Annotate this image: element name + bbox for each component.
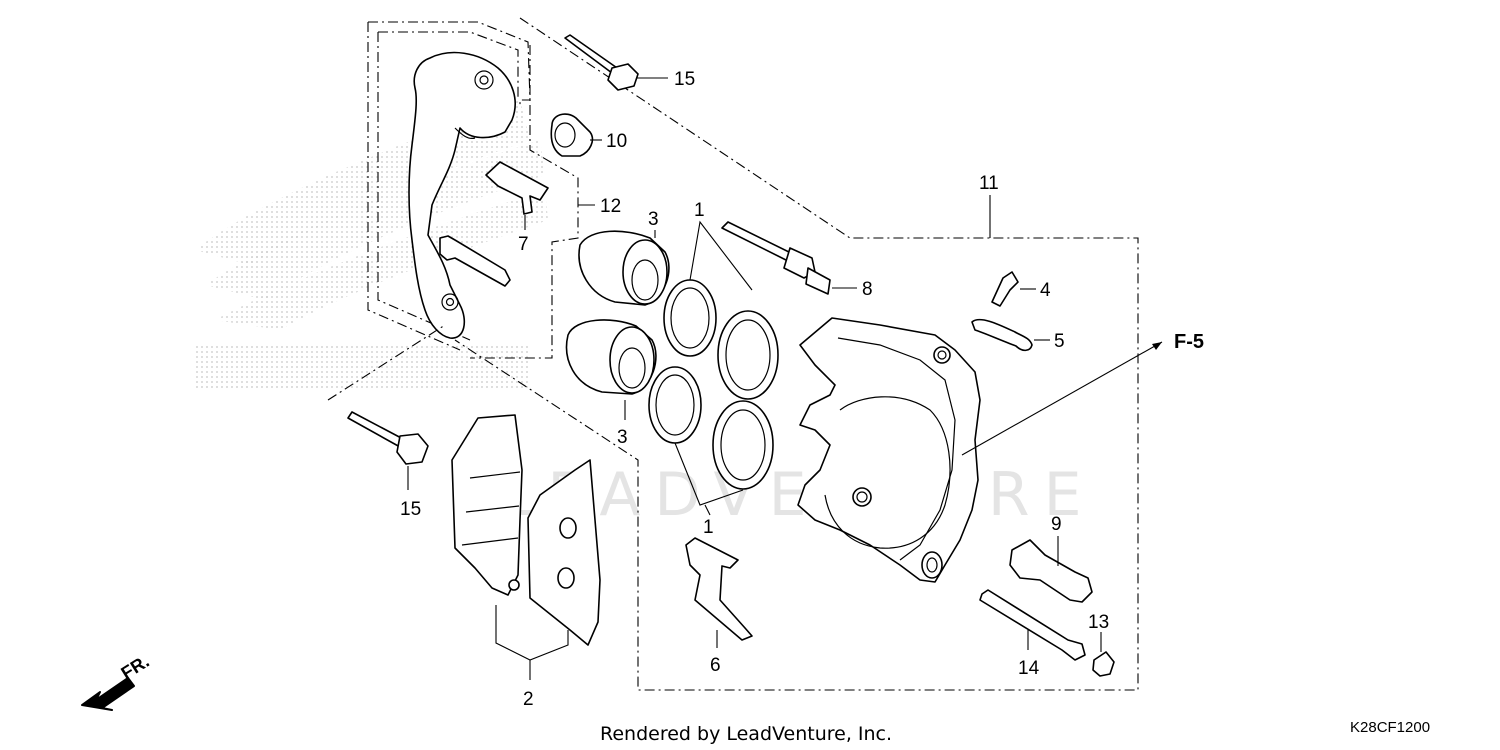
callout-14: 14 — [1018, 658, 1040, 679]
bleeder-cap — [971, 318, 1050, 352]
honda-wing-logo — [195, 100, 548, 390]
diagram-code: K28CF1200 — [1350, 719, 1430, 736]
callout-7: 7 — [518, 234, 529, 255]
pin-boot — [550, 113, 602, 157]
callout-15-bottom: 15 — [400, 499, 421, 520]
seal-set-upper — [663, 279, 779, 400]
callout-5: 5 — [1054, 331, 1065, 352]
front-direction-arrow — [81, 677, 135, 711]
piston-lower — [565, 319, 657, 395]
callout-13: 13 — [1088, 612, 1109, 633]
brake-pad-inner — [527, 459, 601, 646]
pad-clip — [485, 161, 549, 230]
caliper-body — [797, 317, 981, 583]
caliper-pin — [1009, 536, 1093, 603]
watermark-text: LEADVENTURE — [500, 460, 1096, 530]
callout-1-top: 1 — [694, 200, 705, 221]
piston-upper — [578, 230, 670, 306]
callout-12: 12 — [600, 196, 621, 217]
caliper-bracket — [408, 51, 516, 339]
footer-credit: Rendered by LeadVenture, Inc. — [600, 723, 892, 745]
callout-3-top: 3 — [648, 209, 659, 230]
callout-9: 9 — [1051, 514, 1062, 535]
slide-pin — [721, 221, 857, 295]
bolt-top — [564, 34, 668, 91]
callout-2: 2 — [523, 689, 534, 710]
callout-8: 8 — [862, 279, 873, 300]
callout-11: 11 — [979, 173, 999, 194]
callout-15-top: 15 — [674, 69, 695, 90]
callout-10: 10 — [606, 131, 627, 152]
pin-plug — [1092, 632, 1115, 677]
seal-set-lower — [648, 366, 774, 490]
direction-label: FR. — [118, 651, 153, 683]
callout-6: 6 — [710, 655, 721, 676]
bleeder-screw — [991, 271, 1036, 307]
bolt-bottom — [327, 324, 446, 490]
brake-pad-outer — [451, 414, 523, 596]
pad-pin — [979, 589, 1086, 661]
pad-spring — [685, 537, 753, 648]
callout-3-bottom: 3 — [617, 427, 628, 448]
reference-label: F-5 — [1174, 331, 1204, 353]
callout-4: 4 — [1040, 280, 1051, 301]
callout-1-bottom: 1 — [703, 517, 714, 538]
